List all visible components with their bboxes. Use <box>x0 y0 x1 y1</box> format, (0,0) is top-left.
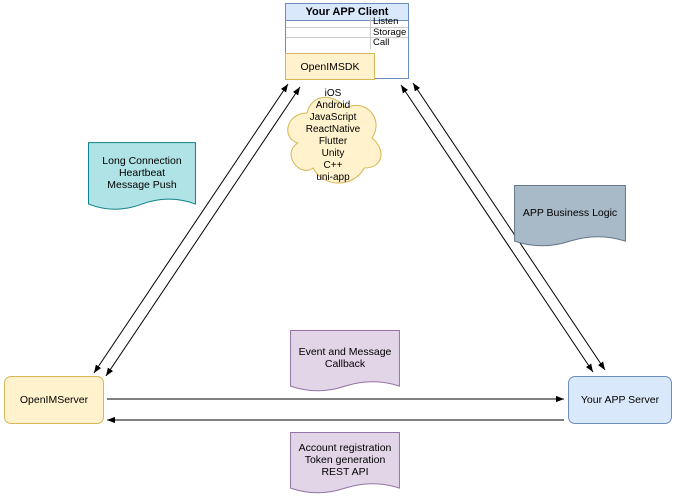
note-event-callback: Event and Message Callback <box>290 330 400 396</box>
note-line: Long Connection <box>102 154 182 167</box>
platform-item: ReactNative <box>305 124 361 135</box>
client-row-label: Call <box>373 37 390 48</box>
openimserver-box: OpenIMServer <box>4 376 104 424</box>
note-line: Callback <box>324 357 366 370</box>
client-interface-table: Listen Storage Call <box>286 17 408 48</box>
client-row-call: Call <box>286 37 408 48</box>
client-row-storage: Storage <box>286 27 408 38</box>
platform-list: iOS Android JavaScript ReactNative Flutt… <box>261 88 405 184</box>
note-line: APP Business Logic <box>522 206 618 219</box>
document-shape <box>290 330 400 396</box>
document-shape <box>88 142 196 215</box>
note-line: Account registration <box>298 441 392 454</box>
platform-item: C++ <box>323 160 343 171</box>
app-server-box: Your APP Server <box>568 376 672 424</box>
platform-item: iOS <box>324 88 342 99</box>
connector-openim-client-a <box>93 83 289 374</box>
cloud-shape <box>281 88 385 188</box>
document-shape <box>514 185 626 251</box>
platform-item: JavaScript <box>309 112 357 123</box>
note-line: Heartbeat <box>118 166 166 179</box>
openimsdk-box: OpenIMSDK <box>285 53 375 80</box>
platform-item: Unity <box>321 148 345 159</box>
platform-item: uni-app <box>316 172 350 183</box>
note-rest-api: Account registration Token generation RE… <box>290 432 400 498</box>
platform-item: Android <box>315 100 351 111</box>
note-business-logic: APP Business Logic <box>514 185 626 251</box>
note-line: Token generation <box>304 453 386 466</box>
platform-item: Flutter <box>318 136 348 147</box>
note-line: REST API <box>321 465 369 478</box>
client-row-listen: Listen <box>286 17 408 27</box>
app-client-box: Your APP Client Listen Storage Call Open… <box>285 3 409 80</box>
document-shape <box>290 432 400 498</box>
note-line: Message Push <box>107 178 177 191</box>
note-line: Event and Message <box>298 345 392 358</box>
app-client-title: Your APP Client <box>286 4 408 21</box>
platform-cloud: iOS Android JavaScript ReactNative Flutt… <box>281 88 385 188</box>
client-row-label: Storage <box>373 27 407 38</box>
client-row-label: Listen <box>373 16 399 27</box>
note-long-connection: Long Connection Heartbeat Message Push <box>88 142 196 215</box>
client-table-divider <box>370 17 371 49</box>
